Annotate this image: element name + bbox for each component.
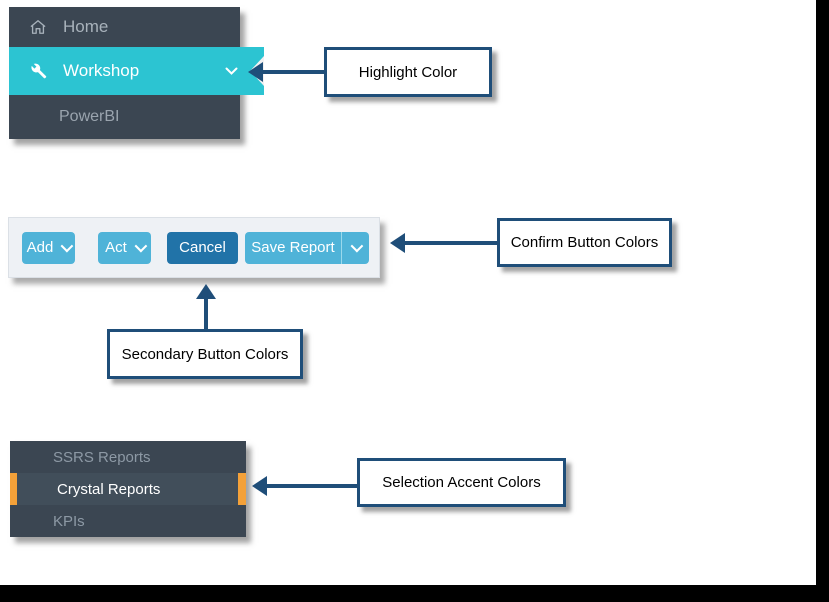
arrow-left-icon bbox=[252, 476, 267, 496]
slide-frame-bottom bbox=[0, 585, 829, 602]
selection-accent-colors-callout: Selection Accent Colors bbox=[357, 458, 566, 507]
save-report-split-button: Save Report bbox=[245, 231, 369, 264]
highlight-color-callout: Highlight Color bbox=[324, 47, 492, 97]
save-report-label: Save Report bbox=[251, 239, 335, 256]
arrow-line bbox=[265, 484, 357, 488]
save-report-dropdown-button[interactable] bbox=[341, 231, 369, 264]
sidebar-menu: Home Workshop PowerBI bbox=[9, 7, 264, 139]
list-item-label: SSRS Reports bbox=[53, 448, 151, 466]
confirm-button-colors-callout: Confirm Button Colors bbox=[497, 218, 672, 267]
arrow-left-icon bbox=[248, 62, 263, 82]
arrow-up-icon bbox=[196, 284, 216, 299]
callout-label: Selection Accent Colors bbox=[382, 474, 541, 491]
sidebar-item-workshop[interactable]: Workshop bbox=[9, 47, 264, 95]
sidebar-item-home[interactable]: Home bbox=[9, 7, 240, 47]
sidebar-item-label: Home bbox=[63, 17, 109, 36]
wrench-icon bbox=[27, 60, 49, 82]
list-item-ssrs-reports[interactable]: SSRS Reports bbox=[10, 441, 246, 473]
callout-label: Confirm Button Colors bbox=[510, 234, 659, 251]
callout-label: Highlight Color bbox=[358, 63, 458, 81]
list-item-crystal-reports[interactable]: Crystal Reports bbox=[10, 473, 246, 505]
list-item-label: Crystal Reports bbox=[57, 480, 161, 498]
act-button-label: Act bbox=[105, 239, 127, 256]
chevron-down-icon bbox=[134, 239, 148, 253]
slide-frame-right bbox=[816, 0, 829, 602]
chevron-down-icon[interactable] bbox=[225, 61, 238, 81]
sidebar-item-powerbi[interactable]: PowerBI bbox=[9, 95, 240, 139]
act-button[interactable]: Act bbox=[98, 231, 151, 264]
toolbar: Add Act Cancel Save Report bbox=[8, 217, 380, 278]
arrow-line bbox=[403, 241, 497, 245]
chevron-down-icon bbox=[350, 239, 364, 253]
arrow-left-icon bbox=[390, 233, 405, 253]
sidebar-item-label: PowerBI bbox=[59, 108, 120, 125]
list-item-label: KPIs bbox=[53, 512, 85, 530]
list-item-kpis[interactable]: KPIs bbox=[10, 505, 246, 537]
callout-label: Secondary Button Colors bbox=[121, 345, 289, 363]
arrow-line bbox=[204, 297, 208, 329]
cancel-button[interactable]: Cancel bbox=[167, 231, 238, 264]
cancel-button-label: Cancel bbox=[179, 239, 226, 256]
secondary-button-colors-callout: Secondary Button Colors bbox=[107, 329, 303, 379]
save-report-button[interactable]: Save Report bbox=[245, 231, 341, 264]
arrow-line bbox=[261, 70, 324, 74]
home-icon bbox=[27, 16, 49, 38]
add-button[interactable]: Add bbox=[22, 231, 75, 264]
chevron-down-icon bbox=[60, 239, 74, 253]
report-list: SSRS Reports Crystal Reports KPIs bbox=[10, 441, 246, 537]
add-button-label: Add bbox=[26, 239, 54, 256]
sidebar-item-label: Workshop bbox=[63, 61, 140, 80]
